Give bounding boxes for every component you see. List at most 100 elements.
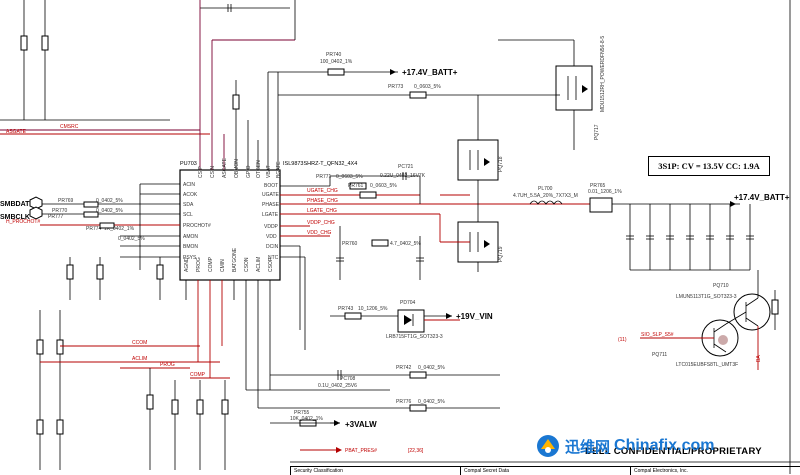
pq717-val: MDU1512RH_POWERDFN56-8-5 xyxy=(600,36,606,112)
pin-prog: PROG xyxy=(196,257,202,272)
pr743-val: 10_1206_5% xyxy=(358,306,388,312)
pr771-ref: PR771 xyxy=(316,174,332,180)
pin-bgate: BGATE xyxy=(276,161,282,178)
cmsrc-net: CMSRC xyxy=(60,124,79,130)
pin-bmon: BMON xyxy=(183,244,198,250)
smbclk-label: SMBCLK xyxy=(0,214,30,221)
ref-2236: [22,36] xyxy=(408,448,424,454)
pc721-ref: PC721 xyxy=(398,164,414,170)
pin-prochot: PROCHOT# xyxy=(183,223,211,229)
pin-psys: PSYS xyxy=(183,255,197,261)
vdd-net: VDD_CHG xyxy=(307,230,332,236)
prochot-net: H_PROCHOT# xyxy=(6,219,40,225)
pq710-ref: PQ710 xyxy=(713,283,729,289)
pin-ntc: NTC xyxy=(268,255,279,261)
pq717-ref: PQ717 xyxy=(594,124,600,140)
pr770-val: 0_0402_5% xyxy=(96,208,123,214)
pc721-val: 0.22U_0402_16V7K xyxy=(380,173,426,179)
diode-pd704 xyxy=(330,309,460,333)
left-top-resistors xyxy=(0,0,210,135)
pr769-val: 0_0402_5% xyxy=(96,198,123,204)
pc708-val: 0.1U_0402_25V6 xyxy=(318,383,357,389)
ic-ref: PU703 xyxy=(180,161,197,167)
pr770-ref: PR770 xyxy=(52,208,68,214)
pc708-ref: PC708 xyxy=(340,376,356,382)
pr769-ref: PR769 xyxy=(58,198,74,204)
pin-cmin: CMIN xyxy=(220,259,226,272)
pbat-pres-net: PBAT_PRES# xyxy=(345,448,377,454)
smbdat-label: SMBDAT xyxy=(0,201,30,208)
secret-data: Compal Secret Data xyxy=(460,467,630,475)
pq710-val: LMUN5113T1G_SOT323-3 xyxy=(676,294,737,300)
pl700-ref: PL700 xyxy=(538,186,553,192)
ic-bottom-pins xyxy=(185,280,500,409)
batt-right-label: +17.4V_BATT+ xyxy=(734,193,790,202)
transistor-pq711 xyxy=(640,311,747,357)
pr761-val: 0_0603_5% xyxy=(370,183,397,189)
pl700-val: 4.7UH_5.5A_20%_7X7X3_M xyxy=(513,193,578,199)
left-lower-network xyxy=(36,257,230,470)
ref-11: (11) xyxy=(618,337,627,343)
ic-top-pins xyxy=(199,71,560,170)
pin-scl: SCL xyxy=(183,212,193,218)
pr740-val: 100_0402_1% xyxy=(320,59,353,65)
pin-gpio: GPIO xyxy=(246,165,252,178)
pr773-ref: PR773 xyxy=(388,84,404,90)
pr771-val: 0_0603_5% xyxy=(336,174,363,180)
batt-top-arrow xyxy=(390,69,398,75)
aclim-net: ACLIM xyxy=(132,356,147,362)
pin-lgate: LGATE xyxy=(262,212,279,218)
valw-arrow xyxy=(330,420,340,426)
pin-batgone: BATGONE xyxy=(232,247,238,272)
charger-ic-body xyxy=(179,169,281,281)
pr777-val: 0_0402_5% xyxy=(118,236,145,242)
pin-vbat: VBAT xyxy=(266,165,272,178)
pin-obmon: OBMON xyxy=(234,159,240,178)
lgate-net: LGATE_CHG xyxy=(307,208,337,214)
output-caps xyxy=(626,204,754,271)
vin-label: +19V_VIN xyxy=(456,312,493,321)
bottom-title-block: Security Classification Compal Secret Da… xyxy=(290,466,800,475)
pin-vddp: VDDP xyxy=(264,224,279,230)
valw-label: +3VALW xyxy=(345,420,377,429)
sense-resistor xyxy=(589,197,613,213)
pr742-val: 0_0402_5% xyxy=(418,365,445,371)
smbdat-connector[interactable] xyxy=(29,196,43,210)
pr776-ref: PR776 xyxy=(396,399,412,405)
pr774-ref: PR774 xyxy=(86,226,102,232)
pr774-val: 1K_0402_1% xyxy=(104,226,135,232)
ugate-net: UGATE_CHG xyxy=(307,188,338,194)
pin-csip: CSIP xyxy=(198,166,204,178)
company-name: Compal Electronics, Inc. xyxy=(630,467,800,475)
batt-right-arrow xyxy=(730,201,740,207)
pin-sda: SDA xyxy=(183,202,194,208)
pin-otgen: OTGEN xyxy=(256,160,262,178)
pin-asgate: ASGATE xyxy=(222,157,228,178)
pr776-val: 0_0402_5% xyxy=(418,399,445,405)
pin-vdd: VDD xyxy=(266,234,277,240)
pr777-ref: PR777 xyxy=(48,214,64,220)
smbclk-connector[interactable] xyxy=(29,206,43,220)
pin-csin: CSIN xyxy=(210,166,216,178)
sio-slp-net: SIO_SLP_S5# xyxy=(641,332,674,338)
pr765-val: 0.01_1206_1% xyxy=(588,189,622,195)
inductor-pl700 xyxy=(529,200,563,205)
ic-top-pin-labels: CSIP CSIN ASGATE OBMON GPIO OTGEN VBAT B… xyxy=(198,157,282,178)
mosfet-pq717 xyxy=(498,39,593,150)
phase-net: PHASE_CHG xyxy=(307,198,338,204)
pq719-ref: PQ719 xyxy=(498,246,504,262)
pin-agnd: AGND xyxy=(184,257,190,272)
pr760-ref: PR760 xyxy=(342,241,358,247)
pin-cson: CSON xyxy=(244,257,250,272)
pr761-ref: PR761 xyxy=(348,183,364,189)
pr755-ref: PR755 xyxy=(294,410,310,416)
pin-amon: AMON xyxy=(183,234,198,240)
pr742-ref: PR742 xyxy=(396,365,412,371)
confidential-footer: DELL CONFIDENTIAL/PROPRIETARY xyxy=(585,446,762,457)
pq711-ref: PQ711 xyxy=(652,352,667,358)
pr740-ref: PR740 xyxy=(326,52,342,58)
pd704-val: LRB715FT1G_SOT323-3 xyxy=(386,334,443,340)
pq711-val: LTC015EUBFS8TL_UMT3F xyxy=(676,362,738,368)
pr743-ref: PR743 xyxy=(338,306,354,312)
